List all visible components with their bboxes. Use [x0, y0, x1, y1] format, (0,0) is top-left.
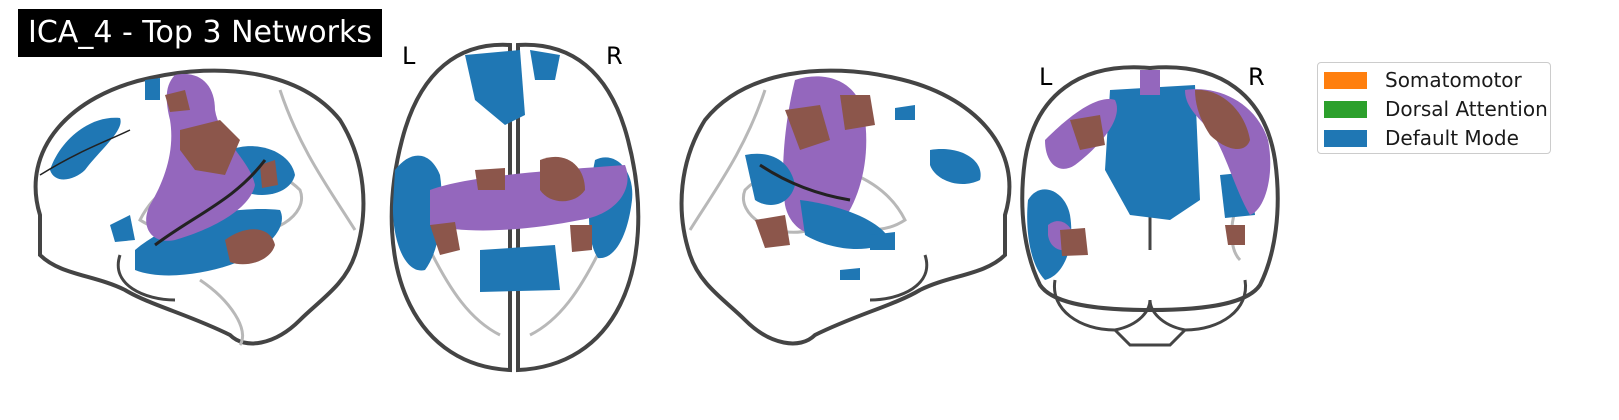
axial-left-label: L	[402, 42, 416, 70]
sagittal-brown-blob	[165, 90, 190, 112]
legend-label-somatomotor: Somatomotor	[1385, 68, 1522, 92]
sagittal-right-view	[679, 68, 1012, 346]
coronal-view	[1020, 65, 1280, 347]
axial-outline-left	[389, 42, 512, 373]
legend-swatch-dorsal-attention	[1324, 100, 1367, 118]
sagittal-right-brown-blob	[785, 105, 830, 150]
coronal-brown-blob	[1070, 115, 1105, 150]
coronal-right-label: R	[1248, 63, 1265, 91]
axial-brown-blob	[540, 156, 585, 202]
axial-default-mode-blob	[392, 155, 442, 271]
coronal-left-label: L	[1039, 63, 1053, 91]
legend-label-dorsal-attention: Dorsal Attention	[1385, 97, 1548, 121]
sagittal-right-outline	[679, 68, 1012, 346]
sagittal-outline	[33, 68, 366, 346]
figure-title: ICA_4 - Top 3 Networks	[18, 9, 382, 57]
legend-item-somatomotor: Somatomotor	[1324, 68, 1522, 92]
sagittal-view	[33, 68, 366, 346]
axial-outline-right	[516, 42, 641, 373]
legend-swatch-default-mode	[1324, 129, 1367, 147]
legend-swatch-somatomotor	[1324, 71, 1367, 89]
axial-view	[389, 42, 641, 373]
sagittal-default-mode-blob	[50, 117, 121, 180]
network-legend: Somatomotor Dorsal Attention Default Mod…	[1317, 62, 1551, 154]
legend-label-default-mode: Default Mode	[1385, 126, 1519, 150]
sagittal-right-default-mode-blob	[745, 153, 795, 205]
axial-right-label: R	[606, 42, 623, 70]
legend-item-default-mode: Default Mode	[1324, 126, 1519, 150]
legend-item-dorsal-attention: Dorsal Attention	[1324, 97, 1548, 121]
coronal-outline	[1020, 65, 1280, 313]
